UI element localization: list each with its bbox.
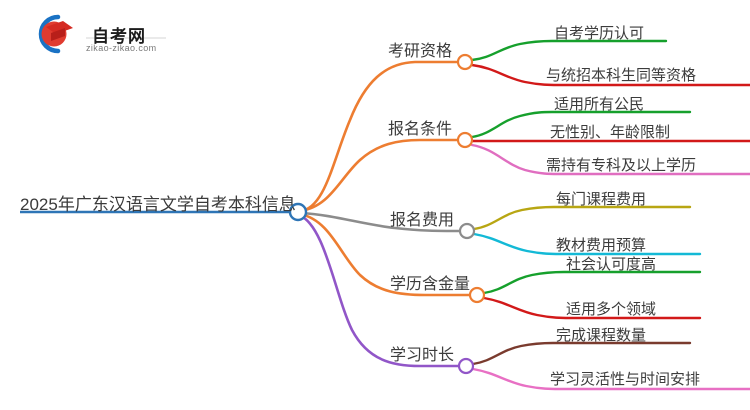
branch-label-4[interactable]: 学历含金量 [390,276,471,293]
trunk-curve-5 [297,213,461,368]
branch-label-5[interactable]: 学习时长 [390,347,455,364]
graduation-cap-icon [46,21,73,34]
logo-title: 自考网 [92,27,146,46]
leaf-label-1-1[interactable]: 自考学历认可 [554,25,645,42]
trunk-curve-3 [299,211,462,233]
leaf-curve-3-1 [472,205,692,231]
root-node[interactable] [288,202,308,222]
leaf-curve-5-1 [471,341,692,366]
trunk-curve-4 [298,212,472,297]
leaf-curve-3-2 [472,232,702,256]
leaf-label-1-2[interactable]: 与统招本科生同等资格 [546,67,697,84]
branch-node-4[interactable] [468,286,486,304]
branch-label-2[interactable]: 报名条件 [388,121,453,138]
leaf-label-3-2[interactable]: 教材费用预算 [556,237,647,254]
site-logo: 自考网 zikao-zikao.com [24,10,174,56]
leaf-label-2-3[interactable]: 需持有专科及以上学历 [546,157,697,174]
root-label[interactable]: 2025年广东汉语言文学自考本科信息 [20,195,296,214]
branch-label-3[interactable]: 报名费用 [390,212,455,229]
leaf-curve-4-2 [482,296,702,320]
trunk-curve-2 [298,138,460,213]
graduation-cap-body-icon [51,28,65,41]
leaf-label-2-1[interactable]: 适用所有公民 [554,96,645,113]
leaf-label-5-2[interactable]: 学习灵活性与时间安排 [550,371,701,388]
leaf-label-2-2[interactable]: 无性别、年龄限制 [550,124,671,141]
leaf-label-4-2[interactable]: 适用多个领域 [566,301,657,318]
branch-node-1[interactable] [456,53,474,71]
leaf-curve-1-1 [470,39,668,62]
leaf-curve-1-2 [470,63,750,87]
leaf-curve-5-2 [471,367,750,391]
leaf-curve-2-3 [470,143,750,176]
leaf-label-5-1[interactable]: 完成课程数量 [556,327,647,344]
logo-arc-icon [38,14,61,54]
branch-node-2[interactable] [456,131,474,149]
branch-node-3[interactable] [458,222,476,240]
leaf-curve-2-1 [470,110,692,139]
trunk-curve-1 [298,60,460,213]
logo-domain: zikao-zikao.com [86,43,157,53]
leaf-label-4-1[interactable]: 社会认可度高 [566,256,657,273]
branch-label-1[interactable]: 考研资格 [388,43,453,60]
leaf-label-3-1[interactable]: 每门课程费用 [556,191,647,208]
branch-node-5[interactable] [457,357,475,375]
leaf-curve-4-1 [482,270,702,295]
logo-mark [38,14,166,54]
